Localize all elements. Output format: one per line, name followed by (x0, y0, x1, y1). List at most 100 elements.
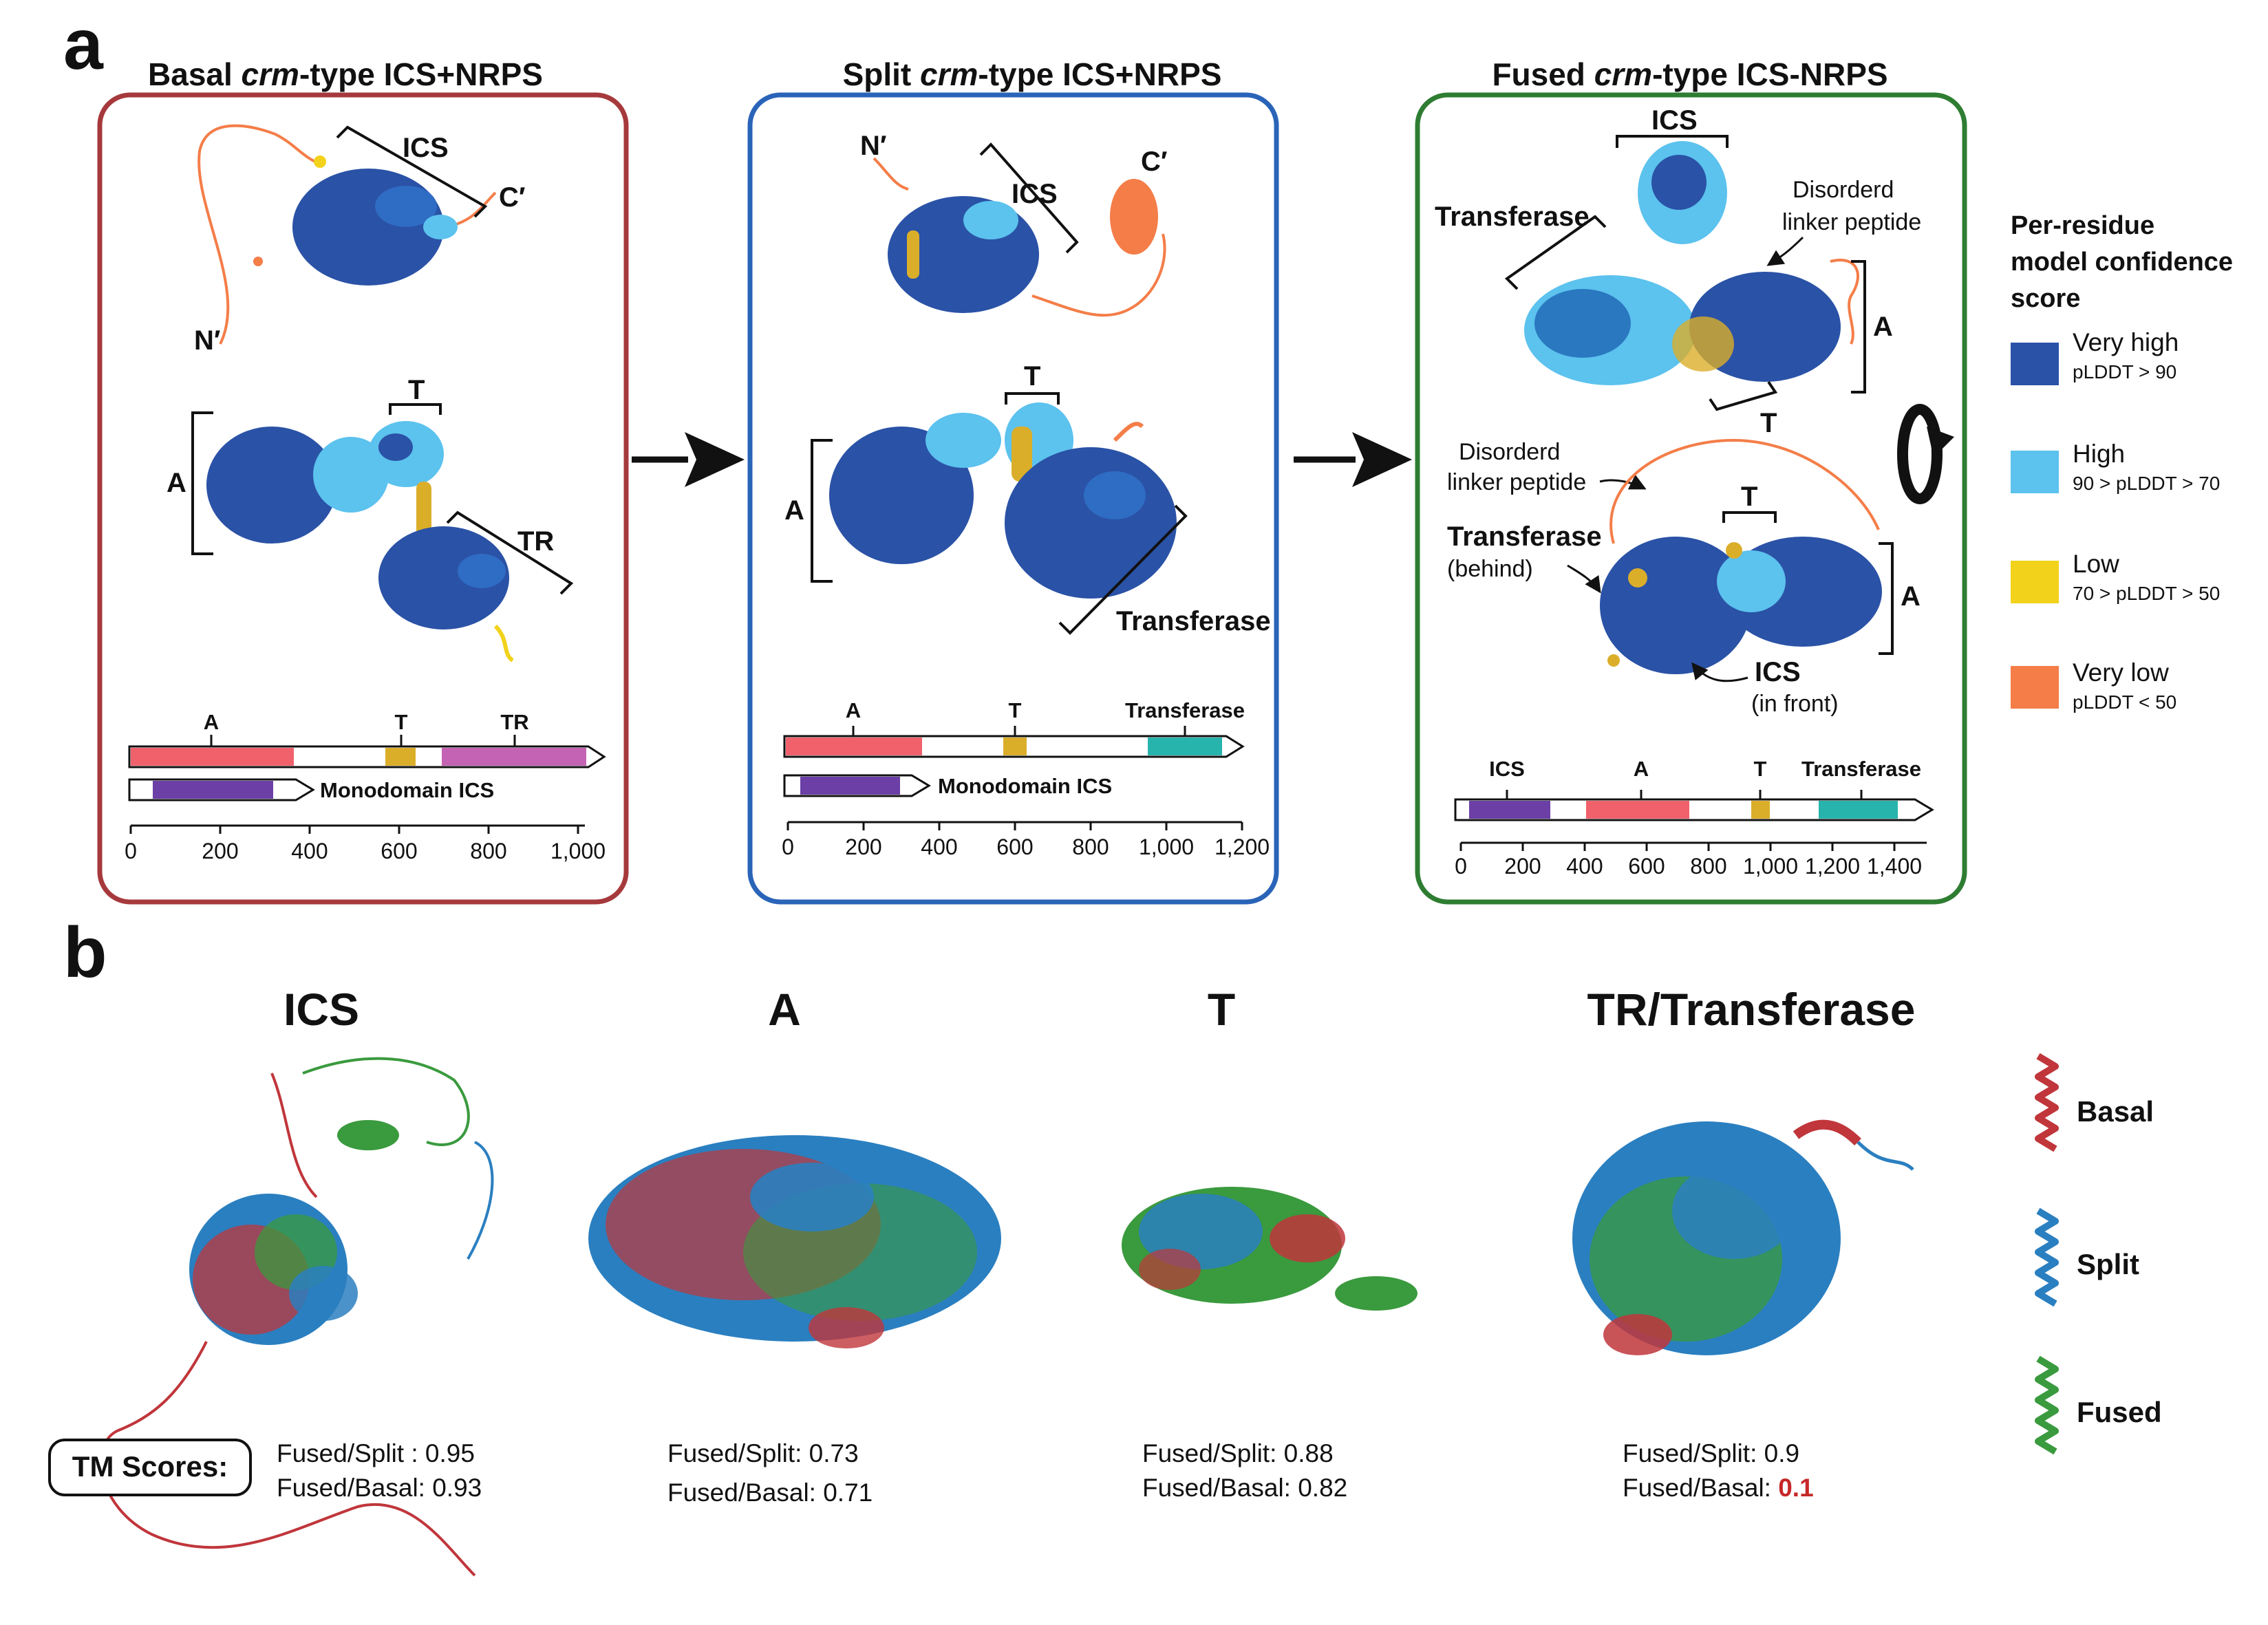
label-basal-a: A (167, 468, 186, 498)
split-axis-tick-4: 800 (1072, 835, 1109, 859)
tm-scores-box (48, 1439, 252, 1496)
plddt-swatch-very-high (2011, 343, 2059, 385)
label-split-n-term: N′ (860, 131, 886, 161)
panel-frame-split (747, 92, 1279, 905)
label-fused-top-linker-1: Disorderd (1793, 177, 1894, 203)
label-split-c-term: C′ (1141, 147, 1167, 177)
fused-top-t-bracket (1709, 380, 1778, 411)
legend-split: Split (2077, 1248, 2139, 1280)
tm-ics-line-2: Fused/Basal: 0.93 (277, 1474, 482, 1502)
basal-helix-icon (2035, 1053, 2059, 1152)
fused-bottom-ics-arrow (1691, 662, 1748, 682)
fused-axis-tick-2: 400 (1566, 854, 1603, 879)
split-axis-tick-6: 1,200 (1215, 835, 1270, 859)
track-label-basal-t: T (395, 710, 408, 734)
plddt-name-low: Low (2073, 550, 2119, 578)
track-label-fused-transferase: Transferase (1801, 757, 1921, 781)
label-split-a: A (784, 495, 804, 526)
basal-a-bracket (191, 411, 213, 555)
track-label-fused-t: T (1754, 757, 1767, 781)
split-ics-track (783, 774, 931, 797)
basal-ics-track (128, 778, 315, 801)
basal-tr-bracket (446, 510, 574, 595)
label-fused-bottom-t: T (1741, 482, 1757, 512)
fused-axis-tick-5: 1,000 (1743, 854, 1798, 879)
label-fused-bottom-linker-1: Disorderd (1459, 439, 1560, 465)
label-fused-top-ics: ICS (1651, 105, 1698, 136)
split-transferase-bracket (1058, 504, 1188, 635)
b-title-transferase: TR/Transferase (1587, 984, 1916, 1035)
fused-top-linker-arrow (1766, 236, 1804, 266)
tm-ics-line-1: Fused/Split : 0.95 (277, 1439, 475, 1467)
fused-axis-tick-6: 1,200 (1805, 854, 1860, 879)
plddt-swatch-high (2011, 451, 2059, 493)
b-ics-overlay-structure (100, 1057, 494, 1577)
basal-domain-track (128, 735, 606, 768)
fused-top-structure (1524, 141, 1859, 385)
split-axis-tick-2: 400 (921, 835, 957, 859)
plddt-swatch-very-low (2011, 666, 2059, 709)
b-a-overlay-structure (588, 1135, 1001, 1348)
fused-bottom-structure (1600, 438, 1882, 674)
label-split-ics: ICS (1012, 179, 1058, 209)
split-ics-structure (873, 157, 1166, 317)
track-label-fused-ics: ICS (1489, 757, 1525, 781)
basal-axis-tick-3: 600 (381, 839, 417, 863)
panel-letter-a: a (63, 5, 104, 85)
fused-axis-tick-0: 0 (1455, 854, 1467, 879)
label-fused-top-transferase: Transferase (1435, 202, 1590, 232)
basal-axis-tick-4: 800 (470, 839, 506, 863)
split-axis (787, 821, 1243, 830)
b-title-ics: ICS (284, 984, 359, 1035)
track-label-fused-a: A (1634, 757, 1649, 781)
label-fused-bottom-transferase: Transferase (1447, 521, 1602, 552)
track-label-split-a: A (846, 698, 861, 722)
fused-bottom-transferase-arrow (1567, 564, 1601, 594)
label-fused-bottom-behind: (behind) (1447, 556, 1533, 582)
b-title-t: T (1208, 984, 1235, 1035)
track-label-basal-a: A (204, 710, 219, 734)
split-t-bracket (1005, 392, 1060, 405)
track-label-basal-monodomain-ics: Monodomain ICS (320, 778, 494, 802)
plddt-swatch-low (2011, 561, 2059, 603)
label-fused-bottom-linker-2: linker peptide (1447, 469, 1586, 495)
rotate-icon (1897, 404, 1954, 504)
panel-title-fused: Fused crm-type ICS-NRPS (1492, 56, 1887, 92)
tm-transferase-line-1: Fused/Split: 0.9 (1623, 1439, 1799, 1467)
plddt-sub-high: 90 > pLDDT > 70 (2073, 473, 2220, 494)
panel-frame-basal (97, 92, 629, 905)
tm-scores-label: TM Scores: (72, 1450, 228, 1483)
track-label-split-monodomain-ics: Monodomain ICS (938, 774, 1112, 798)
plddt-legend-title-3: score (2011, 284, 2080, 313)
track-label-split-t: T (1009, 698, 1022, 722)
panel-letter-b: b (63, 913, 107, 993)
b-transferase-overlay-structure (1572, 1119, 1914, 1355)
fused-axis-tick-3: 600 (1628, 854, 1665, 879)
fused-top-transferase-bracket (1504, 215, 1607, 290)
label-fused-top-t: T (1760, 408, 1777, 438)
tm-a-line-2: Fused/Basal: 0.71 (667, 1478, 873, 1507)
split-a-bracket (811, 439, 833, 583)
legend-basal: Basal (2077, 1095, 2154, 1128)
arrow-basal-to-split (632, 432, 745, 487)
b-title-a: A (768, 984, 801, 1035)
tm-a-line-1: Fused/Split: 0.73 (667, 1439, 859, 1467)
split-axis-tick-5: 1,000 (1139, 835, 1194, 859)
split-axis-tick-3: 600 (996, 835, 1033, 859)
label-split-transferase: Transferase (1116, 606, 1271, 636)
fused-bottom-t-bracket (1722, 511, 1777, 523)
panel-frame-fused (1415, 92, 1967, 905)
basal-ics-structure (197, 124, 497, 345)
fused-domain-track (1454, 790, 1934, 821)
label-basal-n-term: N′ (194, 325, 220, 356)
plddt-legend-title-2: model confidence (2011, 248, 2233, 277)
label-basal-c-term: C′ (499, 182, 525, 213)
basal-nrps-structure (206, 421, 514, 663)
plddt-legend-title-1: Per-residue (2011, 211, 2154, 240)
split-axis-tick-0: 0 (782, 835, 794, 859)
track-label-basal-tr: TR (500, 710, 528, 734)
split-domain-track (783, 726, 1245, 758)
plddt-name-very-high: Very high (2073, 328, 2179, 356)
plddt-name-very-low: Very low (2073, 658, 2169, 687)
split-axis-tick-1: 200 (845, 835, 881, 859)
